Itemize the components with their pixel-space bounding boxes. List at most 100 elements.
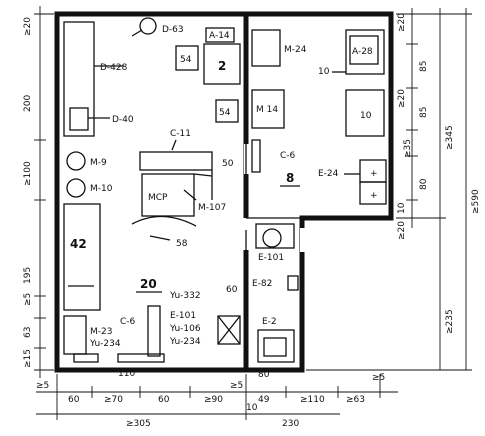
desk-c11 bbox=[139, 151, 213, 171]
box-e2-inner bbox=[263, 337, 287, 357]
label-yu106: Yu-106 bbox=[169, 324, 201, 334]
dim-b1-0: ≥5 bbox=[36, 381, 49, 391]
dim-ri-1: 85 bbox=[419, 61, 429, 72]
label-e101b: E-101 bbox=[170, 311, 196, 321]
dim-b1-4: ≥90 bbox=[204, 395, 223, 405]
dim-b1-5: ≥5 bbox=[230, 381, 243, 391]
dim-ri-5: 80 bbox=[419, 178, 429, 190]
unit-mcp bbox=[141, 173, 195, 217]
dim-ri-3: 85 bbox=[419, 107, 429, 118]
label-e2: E-2 bbox=[262, 317, 277, 327]
d63-icon bbox=[139, 17, 157, 35]
label-60: 60 bbox=[226, 285, 238, 295]
box-54b bbox=[215, 99, 239, 123]
dim-b1-9: ≥5 bbox=[372, 373, 385, 383]
walls bbox=[54, 11, 394, 373]
bench-42 bbox=[63, 203, 101, 311]
label-d428: D-428 bbox=[100, 63, 128, 73]
desk-c6 bbox=[117, 353, 165, 363]
box-m24 bbox=[251, 29, 281, 67]
label-54a: 54 bbox=[180, 55, 192, 65]
box-m14 bbox=[251, 89, 285, 129]
dim-left-1: 200 bbox=[23, 95, 33, 112]
plus-icon: + bbox=[370, 169, 378, 179]
label-m107: M-107 bbox=[198, 203, 226, 213]
plus-icon: + bbox=[370, 191, 378, 201]
dim-left-6: ≥15 bbox=[23, 349, 33, 368]
door-gap-2 bbox=[300, 228, 305, 252]
dim-left-3: 195 bbox=[23, 267, 33, 284]
box-2 bbox=[203, 43, 241, 85]
label-d63: D-63 bbox=[162, 25, 184, 35]
m9-icon bbox=[66, 151, 86, 171]
box-10 bbox=[345, 89, 385, 137]
box-e101 bbox=[255, 223, 295, 249]
label-c6b: C-6 bbox=[120, 317, 136, 327]
rack bbox=[147, 305, 161, 357]
label-yu234a: Yu-234 bbox=[169, 337, 201, 347]
dim-b1-8: ≥63 bbox=[346, 395, 365, 405]
dim-left-0: ≥20 bbox=[23, 17, 33, 36]
dim-left-5: 63 bbox=[23, 327, 33, 338]
dim-left-2: ≥100 bbox=[23, 161, 33, 186]
right-room: M-24 A-28 10 M 14 10 C-6 8 50 + + E-24 bbox=[222, 29, 387, 205]
label-c11: C-11 bbox=[170, 129, 191, 139]
bottom-dimensions: ≥5 60 ≥70 60 ≥90 ≥5 49 ≥110 ≥63 ≥5 ≥305 … bbox=[36, 373, 398, 429]
box-e82 bbox=[287, 275, 299, 291]
line bbox=[193, 173, 213, 177]
label-yu234b: Yu-234 bbox=[89, 339, 121, 349]
dim-ro-2: ≥235 bbox=[445, 309, 455, 334]
dim-b1-2: ≥70 bbox=[104, 395, 123, 405]
bench-d428 bbox=[63, 21, 95, 137]
left-room: D-428 D-40 M-9 M-10 42 D-63 54 A-14 2 54… bbox=[63, 17, 241, 379]
dim-ri-0: ≥20 bbox=[397, 13, 407, 32]
label-50: 50 bbox=[222, 159, 234, 169]
dim-b2-0: ≥305 bbox=[126, 419, 151, 429]
dim-ro-1: ≥590 bbox=[471, 189, 481, 214]
dim-b2-2: 230 bbox=[282, 419, 299, 429]
label-e101a: E-101 bbox=[258, 253, 284, 263]
dim-b1-6: 49 bbox=[258, 395, 270, 405]
box-e2 bbox=[257, 329, 295, 363]
dim-ri-4: ≥35 bbox=[403, 139, 413, 158]
label-10: 10 bbox=[318, 67, 330, 77]
box-a28-inner bbox=[349, 35, 379, 65]
box-d40 bbox=[69, 107, 89, 131]
label-m23: M-23 bbox=[90, 327, 112, 337]
dim-b2-1: 10 bbox=[246, 403, 258, 413]
label-80: 80 bbox=[258, 370, 270, 380]
dim-b1-1: 60 bbox=[68, 395, 80, 405]
label-a28: A-28 bbox=[352, 47, 373, 57]
leader bbox=[171, 139, 177, 151]
dim-ri-7: ≥20 bbox=[397, 221, 407, 240]
door-frame bbox=[251, 139, 261, 173]
label-msr: MCP bbox=[148, 193, 168, 203]
box-a28 bbox=[345, 29, 385, 75]
label-e24: E-24 bbox=[318, 169, 339, 179]
box-small bbox=[73, 353, 99, 363]
label-58: 58 bbox=[176, 239, 188, 249]
label-10b: 10 bbox=[360, 111, 372, 121]
dim-b1-3: 60 bbox=[158, 395, 170, 405]
d63-leader bbox=[131, 29, 143, 37]
box-m23 bbox=[63, 315, 87, 355]
label-m9: M-9 bbox=[90, 158, 107, 168]
dim-b1-7: ≥110 bbox=[300, 395, 325, 405]
sink-icon bbox=[262, 228, 282, 248]
label-m14: M 14 bbox=[256, 105, 278, 115]
right-dimensions: ≥20 85 ≥20 85 ≥35 80 10 ≥20 ≥345 ≥590 ≥2… bbox=[306, 8, 481, 371]
box-54a bbox=[175, 45, 199, 71]
label-m24: M-24 bbox=[284, 45, 307, 55]
box-cross bbox=[217, 315, 241, 345]
label-yu332: Yu-332 bbox=[169, 291, 201, 301]
dim-left-4: ≥5 bbox=[23, 293, 33, 306]
dim-ri-2: ≥20 bbox=[397, 89, 407, 108]
dim-ro-0: ≥345 bbox=[445, 125, 455, 150]
leader bbox=[183, 189, 197, 201]
box-e24-b bbox=[359, 181, 387, 205]
corridor: E-101 E-82 E-2 80 bbox=[252, 223, 299, 380]
box-yu bbox=[217, 315, 241, 345]
label-c6a: C-6 bbox=[280, 151, 296, 161]
m10-icon bbox=[66, 178, 86, 198]
